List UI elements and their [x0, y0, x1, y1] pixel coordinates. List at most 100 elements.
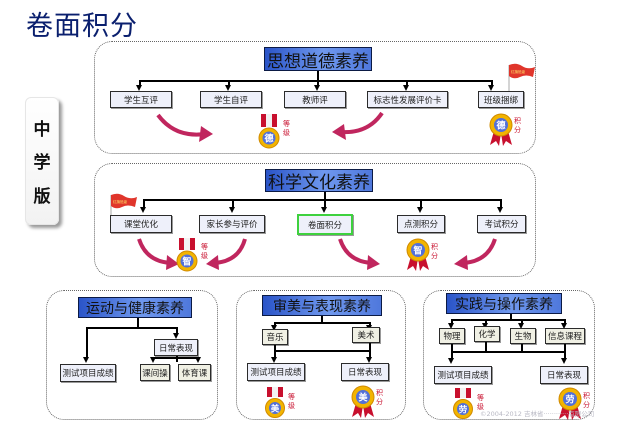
connector: [564, 319, 566, 324]
medal-char: 德: [496, 120, 505, 132]
connector: [153, 357, 199, 359]
curved-arrow-icon: [156, 113, 213, 142]
medal-grade-icon: 德: [258, 114, 280, 149]
medal-label-char: 积: [431, 243, 438, 251]
arrow-down-icon: [271, 325, 277, 331]
arrow-down-icon: [271, 357, 277, 363]
medal-char: 劳: [459, 405, 468, 416]
medal-label-char: 积: [514, 117, 521, 125]
connector: [324, 192, 326, 200]
node-peer-review[interactable]: 学生互评: [110, 91, 172, 108]
arrow-down-icon: [225, 85, 231, 91]
connector: [500, 199, 502, 208]
arrow-down-icon: [561, 358, 567, 364]
medal-label-char: 分: [514, 126, 521, 134]
connector: [137, 318, 139, 328]
medal-label: 积 分: [514, 117, 522, 135]
medal-label-char: 级: [288, 402, 295, 410]
medal-label-char: 分: [431, 252, 438, 260]
connector: [521, 319, 523, 324]
medal-grade-icon: 美: [265, 387, 285, 418]
medal-grade-icon: 智: [176, 238, 198, 272]
connector: [521, 344, 523, 352]
header-sports[interactable]: 运动与健康素养: [78, 297, 192, 318]
connector: [274, 345, 276, 359]
medal-label-char: 级: [283, 129, 290, 137]
node-parent-evaluation[interactable]: 家长参与评价: [199, 215, 265, 233]
edition-char: 中: [33, 120, 51, 141]
medal-label-char: 等: [288, 393, 295, 401]
connector: [274, 350, 370, 352]
medal-char: 德: [264, 133, 273, 145]
medal-label-char: 等: [201, 243, 208, 251]
node-physics[interactable]: 物理: [439, 328, 465, 344]
connector: [86, 327, 177, 329]
connector: [420, 199, 422, 208]
medal-label-char: 积: [376, 389, 383, 397]
header-practice[interactable]: 实践与操作素养: [446, 293, 562, 314]
connector: [451, 319, 453, 324]
node-sports-daily[interactable]: 日常表现: [154, 339, 198, 356]
header-moral[interactable]: 思想道德素养: [264, 47, 372, 72]
medal-label: 等 级: [283, 120, 291, 138]
connector: [176, 327, 178, 335]
node-class-binding[interactable]: 班级捆绑: [478, 91, 524, 108]
connector: [317, 71, 319, 80]
node-classroom-optimization[interactable]: 课堂优化: [110, 215, 172, 233]
medal-char: 智: [182, 256, 191, 268]
node-pe-class[interactable]: 体育课: [178, 364, 211, 381]
medal-label-char: 分: [376, 398, 383, 406]
arrow-down-icon: [83, 357, 89, 363]
connector: [369, 322, 371, 327]
arrow-down-icon: [488, 85, 494, 91]
medal-label-char: 级: [201, 252, 208, 260]
flag-text: 红旗班级: [511, 69, 525, 74]
connector: [324, 199, 326, 208]
node-it-course[interactable]: 信息课程: [545, 328, 585, 344]
medal-label-char: 级: [477, 403, 484, 411]
medal-label-char: 分: [583, 401, 590, 409]
medal-char: 美: [271, 404, 280, 415]
arrow-down-icon: [321, 207, 327, 213]
node-biology[interactable]: 生物: [510, 328, 536, 344]
arrow-down-icon: [518, 323, 524, 329]
arrow-down-icon: [403, 85, 409, 91]
curved-arrow-icon: [454, 238, 497, 270]
connector: [176, 356, 178, 362]
medal-points-icon: 德: [489, 113, 513, 146]
header-aesthetic[interactable]: 审美与表现素养: [262, 295, 382, 316]
connector: [274, 322, 370, 324]
arrow-down-icon: [448, 323, 454, 329]
arrow-down-icon: [173, 333, 179, 339]
red-flag-icon: 红旗班级: [110, 193, 137, 215]
arrow-down-icon: [314, 85, 320, 91]
connector: [232, 199, 234, 208]
node-spot-test-score[interactable]: 点测积分: [397, 215, 445, 233]
page-title: 卷面积分: [26, 11, 138, 42]
node-practice-daily[interactable]: 日常表现: [540, 366, 588, 384]
copyright-text: ©2004-2012 吉林省············有限公司: [480, 410, 595, 418]
medal-grade-icon: 劳: [453, 388, 473, 419]
arrow-down-icon: [561, 323, 567, 329]
node-paper-score[interactable]: 卷面积分: [297, 214, 353, 235]
node-self-review[interactable]: 学生自评: [200, 91, 262, 108]
node-development-card[interactable]: 标志性发展评价卡: [367, 91, 448, 108]
node-exam-score[interactable]: 考试积分: [477, 215, 526, 233]
node-teacher-review[interactable]: 教师评: [284, 91, 346, 108]
header-science[interactable]: 科学文化素养: [265, 169, 373, 193]
medal-points-icon: 美: [351, 385, 375, 418]
node-practice-test[interactable]: 测试项目成绩: [434, 366, 492, 384]
edition-char: 版: [33, 186, 51, 207]
node-sports-test[interactable]: 测试项目成绩: [60, 364, 116, 382]
node-music[interactable]: 音乐: [262, 329, 288, 345]
node-chemistry[interactable]: 化学: [474, 326, 500, 342]
node-aesthetic-test[interactable]: 测试项目成绩: [247, 363, 305, 381]
node-break-exercise[interactable]: 课间操: [140, 364, 170, 381]
arrow-down-icon: [366, 357, 372, 363]
connector: [143, 199, 145, 208]
edition-tab[interactable]: 中 学 版: [25, 97, 59, 225]
arrow-down-icon: [417, 207, 423, 213]
node-aesthetic-daily[interactable]: 日常表现: [341, 363, 389, 381]
connector: [317, 80, 319, 86]
node-art[interactable]: 美术: [352, 327, 380, 343]
